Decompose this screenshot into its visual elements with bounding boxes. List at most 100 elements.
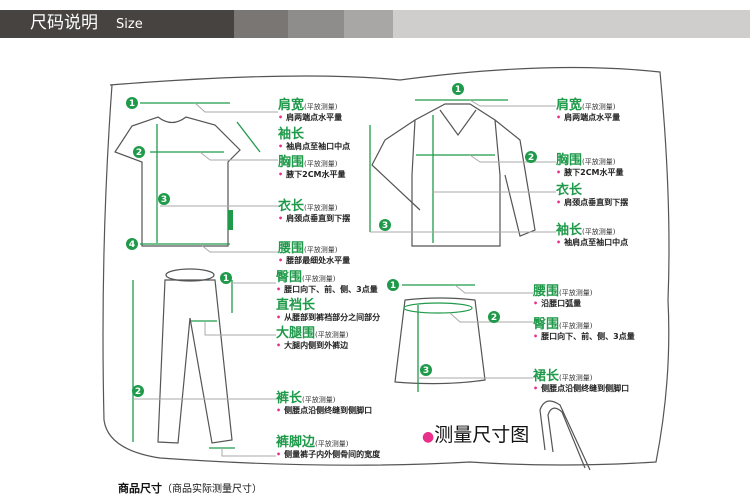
footer-title-text: 商品尺寸 [118, 482, 162, 495]
header-title: 尺码说明 [30, 13, 98, 33]
pants-note: •侧腰点沿侧终缝到侧脚口 [276, 406, 372, 416]
shirt-note: •肩两端点水平量 [556, 113, 620, 123]
measure-title: 胸围 [556, 153, 583, 168]
badge-1: 1 [223, 274, 229, 284]
bullet-icon: • [276, 285, 282, 294]
diagram-caption: ●测量尺寸图 [422, 424, 529, 448]
bullet-icon: • [276, 406, 282, 415]
pants-label: 臀围(平放测量) [276, 269, 335, 285]
measure-title: 裤长 [276, 391, 303, 406]
measure-title: 胸围 [278, 155, 305, 170]
paper-outline [102, 66, 670, 466]
skirt-label: 臀围(平放测量) [533, 316, 593, 332]
pants-drawing [157, 279, 233, 444]
tshirt-label: 肩宽(平放测量) [278, 97, 338, 113]
pants-note: •腰口向下、前、侧、3点量 [276, 285, 378, 295]
header-subtitle: Size [116, 17, 143, 32]
bullet-icon: • [533, 384, 539, 393]
bullet-icon: • [276, 341, 282, 350]
tshirt-label: 腰围(平放测量) [278, 240, 338, 256]
badge-3: 3 [161, 195, 167, 205]
skirt-note: •腰口向下、前、侧、3点量 [533, 332, 635, 342]
measure-note: 肩两端点水平量 [286, 113, 343, 122]
tshirt-note: •肩两端点水平量 [278, 113, 342, 123]
tshirt-drawing [114, 116, 241, 247]
badge-4: 4 [129, 240, 135, 250]
tshirt-note: •腋下2CM水平量 [278, 170, 346, 180]
flat-measure-hint: (平放测量) [582, 228, 616, 236]
badge-1: 1 [455, 85, 461, 95]
measure-title: 肩宽 [278, 98, 305, 113]
flat-measure-hint: (平放测量) [304, 246, 338, 254]
measure-title: 大腿围 [276, 326, 316, 341]
badge-1: 1 [390, 281, 396, 291]
header-block [393, 10, 750, 38]
measure-note: 侧腰点沿侧终缝到侧脚口 [284, 406, 373, 415]
shirt-label: 袖长(平放测量) [556, 222, 616, 238]
number-badges [126, 83, 537, 397]
pants-label: 直裆长 [276, 297, 316, 313]
header-block [344, 10, 393, 38]
measure-note: 腋下2CM水平量 [564, 168, 624, 177]
shirt-note: •袖肩点至袖口中点 [556, 238, 628, 248]
measure-title: 直裆长 [276, 298, 316, 313]
skirt-hip [403, 302, 473, 314]
badge-2: 2 [491, 313, 497, 323]
measure-note: 大腿内侧到外裤边 [284, 341, 349, 350]
tshirt-note: •袖肩点至袖口中点 [278, 142, 350, 152]
shirt-note: •肩颈点垂直到下摆 [556, 198, 628, 208]
pants-note: •大腿内侧到外裤边 [276, 341, 348, 351]
tshirt-label: 袖长 [278, 126, 305, 142]
tshirt-note: •腰部最细处水平量 [278, 256, 350, 266]
measure-title: 衣长 [278, 199, 305, 214]
measure-title: 袖长 [556, 223, 583, 238]
footer-title: 商品尺寸（商品实际测量尺寸） [118, 482, 262, 497]
flat-measure-hint: (平放测量) [559, 289, 593, 297]
bullet-icon: • [556, 113, 562, 122]
badge-2: 2 [135, 387, 141, 397]
bullet-icon: • [278, 113, 284, 122]
flat-measure-hint: (平放测量) [315, 440, 349, 448]
measure-note: 袖肩点至袖口中点 [564, 238, 629, 247]
footer-subtitle: （商品实际测量尺寸） [162, 484, 262, 495]
tshirt-label: 衣长(平放测量) [278, 198, 338, 214]
skirt-note: •沿腰口弧量 [533, 299, 581, 309]
bullet-icon: • [278, 142, 284, 151]
measure-title: 袖长 [278, 127, 305, 142]
badge-3: 3 [423, 366, 429, 376]
flat-measure-hint: (平放测量) [304, 204, 338, 212]
skirt-drawing [394, 297, 486, 385]
flat-measure-hint: (平放测量) [582, 158, 616, 166]
skirt-label: 腰围(平放测量) [533, 283, 593, 299]
badge-1: 1 [129, 99, 135, 109]
measure-note: 腋下2CM水平量 [286, 170, 346, 179]
shirt-drawing [371, 103, 536, 247]
bullet-icon: • [278, 256, 284, 265]
bullet-icon: • [278, 214, 284, 223]
measure-note: 腰部最细处水平量 [286, 256, 351, 265]
header-block [288, 10, 344, 38]
tshirt-note: •肩颈点垂直到下摆 [278, 214, 350, 224]
tshirt-tag [228, 210, 233, 230]
shirt-label: 胸围(平放测量) [556, 152, 616, 168]
flat-measure-hint: (平放测量) [304, 103, 338, 111]
flat-measure-hint: (平放测量) [302, 396, 336, 404]
skirt-label: 裙长(平放测量) [533, 368, 592, 384]
pants-label: 大腿围(平放测量) [276, 325, 348, 341]
measure-arrows [132, 99, 508, 449]
bullet-icon: • [276, 313, 282, 322]
flat-measure-hint: (平放测量) [582, 103, 616, 111]
measure-note: 腰口向下、前、侧、3点量 [541, 332, 635, 341]
bullet-icon: • [278, 170, 284, 179]
hanger-drawing [539, 400, 591, 471]
badge-2: 2 [136, 148, 142, 158]
shirt-note: •腋下2CM水平量 [556, 168, 624, 178]
bullet-icon: • [556, 168, 562, 177]
measure-title: 衣长 [556, 183, 583, 198]
measure-note: 侧腰点沿侧终缝到侧脚口 [541, 384, 630, 393]
shirt-label: 肩宽(平放测量) [556, 97, 616, 113]
flat-measure-hint: (平放测量) [559, 322, 593, 330]
bullet-icon: ● [422, 429, 435, 445]
